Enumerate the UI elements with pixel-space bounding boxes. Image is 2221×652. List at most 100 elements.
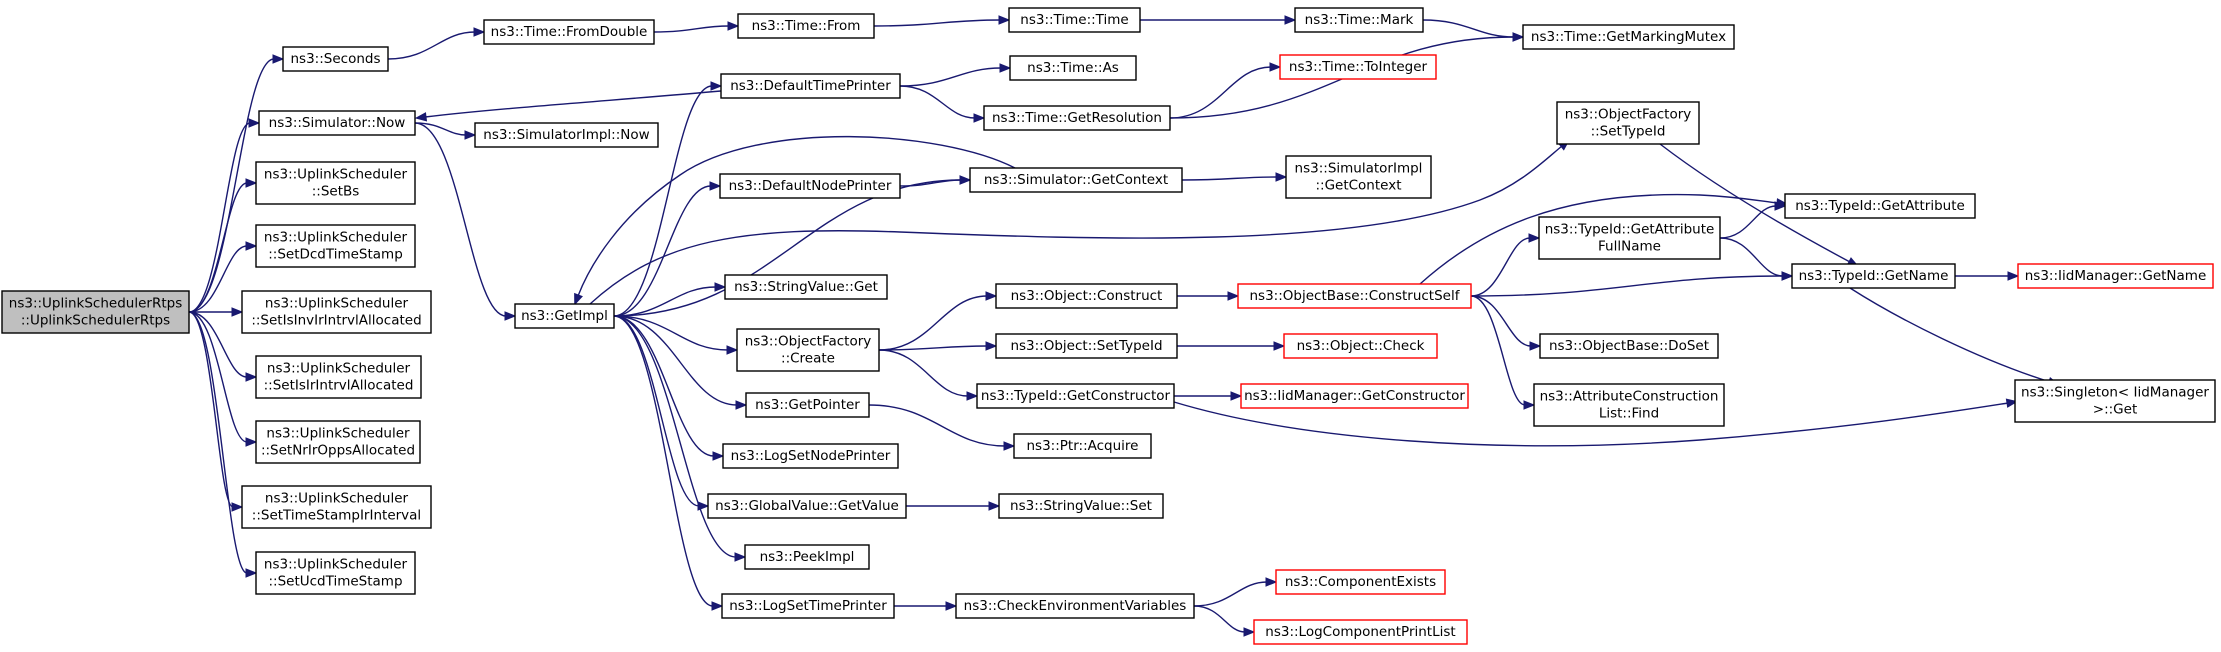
function-node-singletonGet[interactable]: ns3::Singleton< IidManager>::Get [2014,379,2216,423]
arrowhead-icon [1512,32,1525,42]
function-node-ofCreate[interactable]: ns3::ObjectFactory::Create [736,328,880,372]
function-node-iidGetConstructor[interactable]: ns3::IidManager::GetConstructor [1240,383,1469,409]
function-node-getPointer[interactable]: ns3::GetPointer [745,392,870,418]
call-edge-getConstructor-to-iidGetConstructor [1173,391,1243,401]
function-node-label: ::SetIsIrIntrvlAllocated [264,378,414,394]
function-node-objConstruct[interactable]: ns3::Object::Construct [995,283,1178,309]
function-node-defTimePrinter[interactable]: ns3::DefaultTimePrinter [720,73,901,99]
function-node-label: ::SetNrIrOppsAllocated [261,443,415,459]
call-edge-getImpl-to-defNodePrinter [613,181,722,317]
function-node-label: ns3::Object::Construct [1011,288,1163,304]
arrowhead-icon [1528,233,1541,243]
function-node-ofSetTypeId[interactable]: ns3::ObjectFactory::SetTypeId [1556,101,1700,145]
function-node-setIsIr[interactable]: ns3::UplinkScheduler::SetIsIrIntrvlAlloc… [255,355,422,399]
function-node-label: ns3::GetImpl [521,308,608,324]
function-node-getResolution[interactable]: ns3::Time::GetResolution [983,105,1171,131]
function-node-label: ns3::UplinkSchedulerRtps [9,296,182,312]
arrowhead-icon [735,400,748,410]
call-edge-root-to-setIsIr [188,311,258,382]
function-node-toInteger[interactable]: ns3::Time::ToInteger [1279,54,1437,80]
function-node-objSetTypeId[interactable]: ns3::Object::SetTypeId [995,333,1178,359]
function-node-label: ns3::TypeId::GetAttribute [1795,198,1965,214]
call-edge-getImpl-to-ofCreate [613,315,739,355]
call-edge-root-to-setTsIr [188,311,244,512]
arrowhead-icon [966,391,979,401]
function-node-label: ns3::LogSetTimePrinter [729,598,887,614]
call-edge-defNodePrinter-to-getContext [899,175,972,187]
call-edge-getName-to-singletonGet [1849,287,2060,387]
function-node-simNow[interactable]: ns3::Simulator::Now [258,110,416,136]
function-node-logCompPrintList[interactable]: ns3::LogComponentPrintList [1253,619,1468,645]
function-node-fromDouble[interactable]: ns3::Time::FromDouble [483,19,655,45]
function-node-setDcd[interactable]: ns3::UplinkScheduler::SetDcdTimeStamp [255,224,416,268]
function-node-label: ns3::UplinkScheduler [265,296,409,312]
call-edge-getAttrFull-to-getName [1719,237,1794,281]
function-node-label: ::SetTimeStampIrInterval [252,508,421,524]
call-edge-defTimePrinter-to-getResolution [899,85,986,123]
call-edge-defTimePrinter-to-timeAs [899,63,1012,87]
function-node-label: ns3::GetPointer [755,397,860,413]
function-node-logSetNodePrinter[interactable]: ns3::LogSetNodePrinter [722,443,899,469]
function-node-getName[interactable]: ns3::TypeId::GetName [1791,263,1956,289]
call-edge-getImpl-to-gvGetValue [613,315,710,511]
function-node-root[interactable]: ns3::UplinkSchedulerRtps::UplinkSchedule… [1,290,190,334]
function-node-setUcd[interactable]: ns3::UplinkScheduler::SetUcdTimeStamp [255,551,416,595]
arrowhead-icon [985,341,998,351]
function-node-gvGetValue[interactable]: ns3::GlobalValue::GetValue [707,493,907,519]
function-node-ptrAcquire[interactable]: ns3::Ptr::Acquire [1013,433,1152,459]
function-node-label: ns3::UplinkScheduler [264,230,408,246]
arrowhead-icon [1003,441,1016,451]
function-node-timeTime[interactable]: ns3::Time::Time [1008,7,1141,33]
function-node-logSetTimePrinter[interactable]: ns3::LogSetTimePrinter [721,593,895,619]
function-node-stringValueGet[interactable]: ns3::StringValue::Get [724,274,888,300]
arrowhead-icon [245,568,258,578]
function-node-getAttribute[interactable]: ns3::TypeId::GetAttribute [1784,193,1976,219]
function-node-peekImpl[interactable]: ns3::PeekImpl [744,544,870,570]
arrowhead-icon [712,451,725,461]
function-node-setNrIr[interactable]: ns3::UplinkScheduler::SetNrIrOppsAllocat… [255,420,421,464]
function-node-seconds[interactable]: ns3::Seconds [282,46,389,72]
arrowhead-icon [1273,341,1286,351]
function-node-getContext[interactable]: ns3::Simulator::GetContext [969,167,1183,193]
call-edge-root-to-setNrIr [188,311,258,447]
call-edge-getConstructor-to-singletonGet [1173,398,2019,447]
call-edge-root-to-setBs [188,178,258,313]
function-node-setBs[interactable]: ns3::UplinkScheduler::SetBs [255,161,416,205]
function-node-label: ns3::Singleton< IidManager [2021,385,2209,401]
function-node-checkEnv[interactable]: ns3::CheckEnvironmentVariables [955,593,1195,619]
function-node-simImplNow[interactable]: ns3::SimulatorImpl::Now [474,122,659,148]
function-node-timeAs[interactable]: ns3::Time::As [1009,55,1137,81]
function-node-setTsIr[interactable]: ns3::UplinkScheduler::SetTimeStampIrInte… [241,485,432,529]
function-node-getImpl[interactable]: ns3::GetImpl [514,303,615,329]
function-node-iidGetName[interactable]: ns3::IidManager::GetName [2017,263,2214,289]
function-node-stringValueSet[interactable]: ns3::StringValue::Set [998,493,1164,519]
function-node-doSet[interactable]: ns3::ObjectBase::DoSet [1539,333,1719,359]
function-node-setIsInv[interactable]: ns3::UplinkScheduler::SetIsInvIrIntrvlAl… [241,290,432,334]
call-edge-checkEnv-to-componentExists [1193,577,1278,607]
call-edge-getImpl-to-getPointer [613,315,748,410]
function-node-label: ns3::Time::ToInteger [1289,59,1428,75]
function-node-timeMark[interactable]: ns3::Time::Mark [1294,7,1424,33]
function-node-label: ns3::Object::SetTypeId [1010,338,1162,354]
arrowhead-icon [709,181,722,191]
arrowhead-icon [1269,62,1282,72]
arrowhead-icon [245,437,258,447]
function-node-objCheck[interactable]: ns3::Object::Check [1283,333,1438,359]
arrowhead-icon [245,372,258,382]
function-node-simImplGetContext[interactable]: ns3::SimulatorImpl::GetContext [1285,155,1432,199]
function-node-getConstructor[interactable]: ns3::TypeId::GetConstructor [976,383,1175,409]
arrowhead-icon [231,502,244,512]
function-node-markingMutex[interactable]: ns3::Time::GetMarkingMutex [1522,24,1735,50]
arrowhead-icon [727,21,740,31]
call-edge-constructSelf-to-getName [1470,271,1794,297]
function-node-label: ns3::Time::Time [1020,12,1128,28]
function-node-componentExists[interactable]: ns3::ComponentExists [1275,569,1446,595]
function-node-timeFrom[interactable]: ns3::Time::From [737,13,875,39]
function-node-constructSelf[interactable]: ns3::ObjectBase::ConstructSelf [1237,283,1472,309]
function-node-label: ns3::TypeId::GetName [1799,268,1949,284]
function-node-label: ns3::Time::Mark [1305,12,1414,28]
function-node-defNodePrinter[interactable]: ns3::DefaultNodePrinter [719,173,901,199]
call-edge-constructSelf-to-doSet [1470,295,1542,351]
